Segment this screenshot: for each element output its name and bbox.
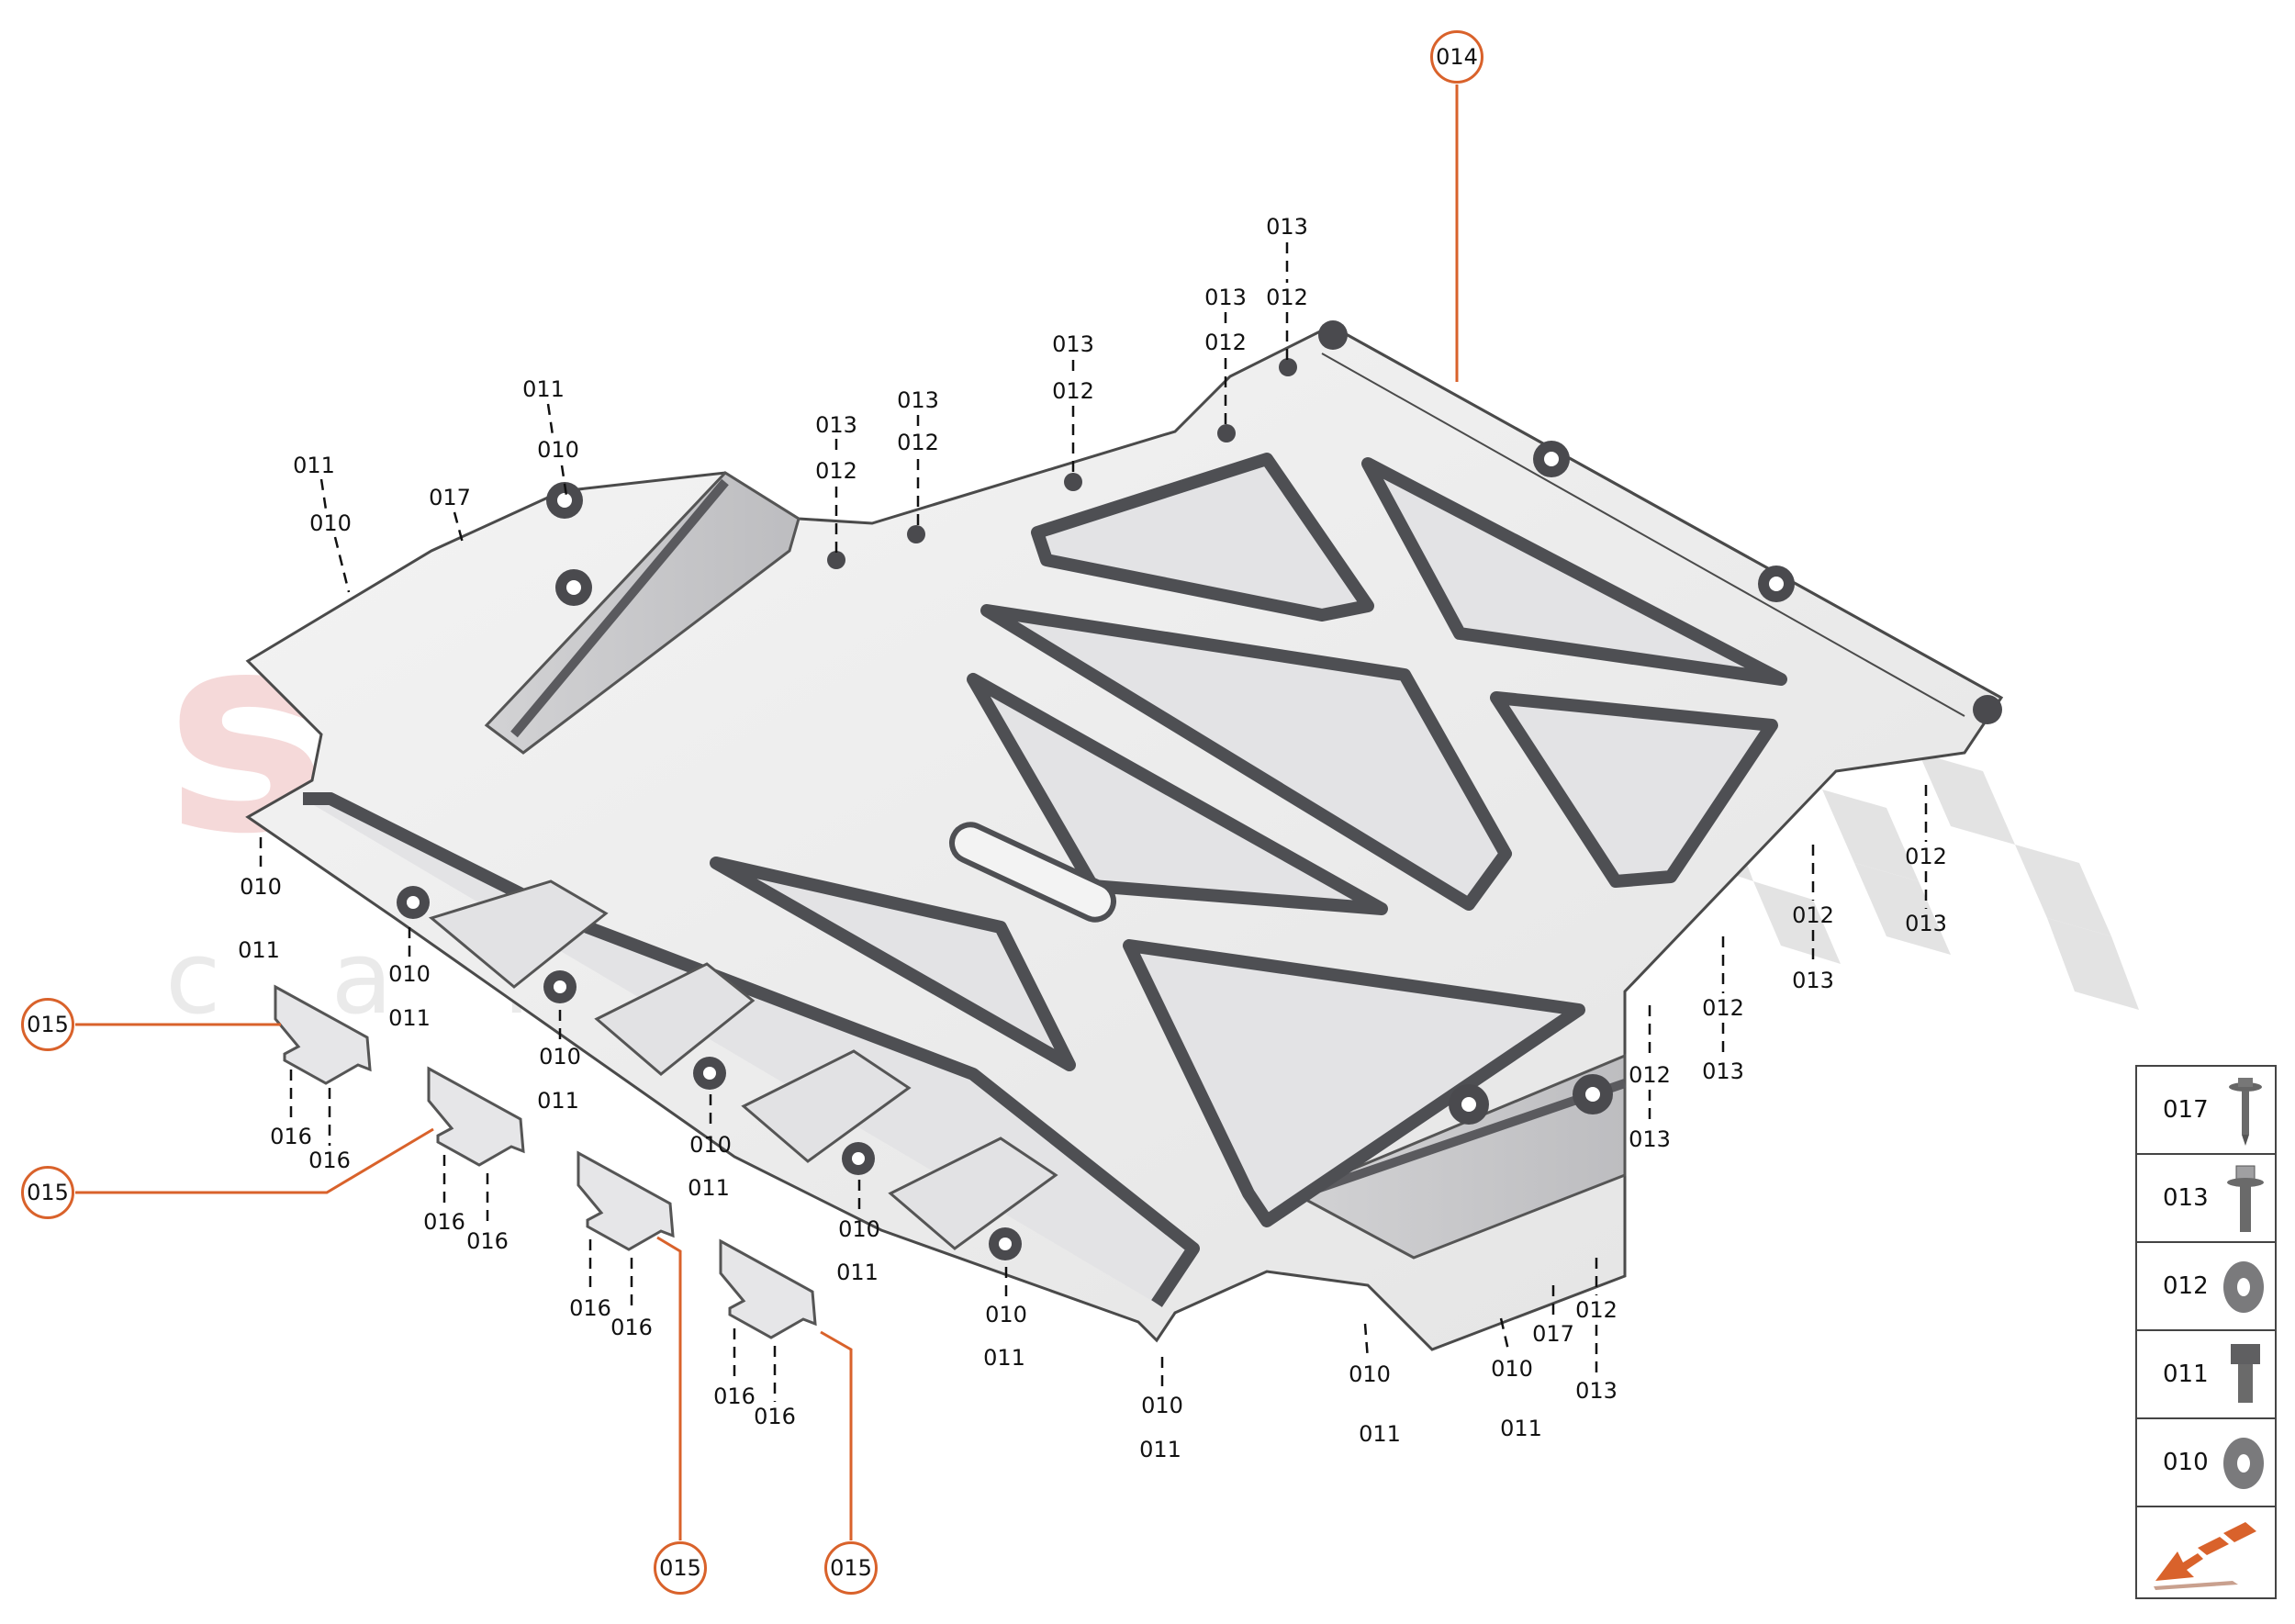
part-label-013: 013 [1575, 1378, 1618, 1404]
part-label-016: 016 [569, 1295, 611, 1321]
part-label-010: 010 [1349, 1361, 1391, 1387]
part-label-016: 016 [423, 1209, 465, 1235]
callout-leaders [75, 84, 1459, 1540]
part-label-011: 011 [688, 1175, 730, 1201]
legend-item-011[interactable]: 011 [2137, 1331, 2275, 1419]
callout-015[interactable]: 015 [21, 1166, 74, 1219]
callout-015[interactable]: 015 [824, 1541, 878, 1595]
rear-ramp [1291, 1053, 1627, 1260]
part-label-012: 012 [897, 430, 939, 455]
legend-item-010[interactable]: 010 [2137, 1419, 2275, 1507]
callout-014[interactable]: 014 [1430, 30, 1483, 84]
part-label-011: 011 [522, 376, 565, 402]
slot-opening [949, 822, 1116, 923]
part-label-012: 012 [1052, 378, 1094, 404]
part-label-013: 013 [1792, 968, 1834, 993]
part-label-012: 012 [1204, 330, 1247, 355]
part-label-010: 010 [537, 437, 579, 463]
part-label-010: 010 [388, 961, 431, 987]
part-label-012: 012 [1575, 1297, 1618, 1323]
callout-015[interactable]: 015 [21, 998, 74, 1051]
part-label-016: 016 [754, 1404, 796, 1429]
washer-icon [2223, 1438, 2264, 1489]
part-label-013: 013 [897, 387, 939, 413]
part-label-011: 011 [238, 937, 280, 963]
part-label-013: 013 [1052, 331, 1094, 357]
part-label-010: 010 [689, 1132, 732, 1158]
part-label-013: 013 [1629, 1126, 1671, 1152]
callout-015[interactable]: 015 [654, 1541, 707, 1595]
part-label-010: 010 [838, 1216, 880, 1242]
part-label-012: 012 [815, 458, 857, 484]
bracket-3 [577, 1150, 675, 1251]
part-label-012: 012 [1702, 995, 1744, 1021]
part-label-010: 010 [1141, 1393, 1183, 1418]
part-label-011: 011 [1500, 1416, 1542, 1441]
self-tapping-screw-icon [2229, 1078, 2262, 1146]
part-label-011: 011 [836, 1260, 879, 1285]
part-label-010: 010 [240, 874, 282, 900]
part-label-016: 016 [466, 1228, 509, 1254]
part-label-010: 010 [1491, 1356, 1533, 1382]
part-label-010: 010 [539, 1044, 581, 1070]
part-label-016: 016 [270, 1124, 312, 1149]
dashed-leaders [259, 242, 1928, 1402]
legend-code: 010 [2163, 1449, 2209, 1476]
legend-code: 017 [2163, 1096, 2209, 1124]
front-ramp [484, 471, 800, 755]
flange-bolt-icon [2227, 1165, 2264, 1232]
legend-item-017[interactable]: 017 [2137, 1067, 2275, 1155]
part-label-011: 011 [1359, 1421, 1401, 1447]
panel-openings [303, 453, 1787, 1307]
bracket-1 [274, 984, 372, 1085]
part-label-011: 011 [983, 1345, 1025, 1371]
legend-item-012[interactable]: 012 [2137, 1243, 2275, 1331]
part-label-012: 012 [1629, 1062, 1671, 1088]
legend-code: 012 [2163, 1272, 2209, 1300]
legend-item-013[interactable]: 013 [2137, 1155, 2275, 1243]
part-label-016: 016 [713, 1383, 756, 1409]
part-label-011: 011 [537, 1088, 579, 1114]
part-label-013: 013 [815, 412, 857, 438]
bracket-2 [427, 1066, 525, 1167]
part-label-012: 012 [1792, 902, 1834, 928]
part-label-013: 013 [1702, 1058, 1744, 1084]
legend-nav-button[interactable] [2137, 1507, 2275, 1597]
part-label-010: 010 [309, 510, 352, 536]
legend-code: 011 [2163, 1361, 2209, 1388]
part-label-013: 013 [1266, 214, 1308, 240]
part-label-011: 011 [293, 453, 335, 478]
part-label-017: 017 [429, 485, 471, 510]
hex-bolt-icon [2231, 1344, 2260, 1403]
part-label-013: 013 [1905, 911, 1947, 936]
side-strakes [428, 879, 1058, 1250]
part-label-016: 016 [308, 1148, 351, 1173]
washer-icon [2223, 1261, 2264, 1313]
orange-arrow-icon [2154, 1522, 2256, 1590]
part-label-016: 016 [610, 1315, 653, 1340]
part-label-011: 011 [388, 1005, 431, 1031]
legend-code: 013 [2163, 1184, 2209, 1212]
fastener-legend: 017 013 012 011 [2135, 1065, 2277, 1599]
part-label-012: 012 [1905, 844, 1947, 869]
part-label-013: 013 [1204, 285, 1247, 310]
part-label-017: 017 [1532, 1321, 1574, 1347]
part-label-011: 011 [1139, 1437, 1181, 1462]
part-label-010: 010 [985, 1302, 1027, 1327]
part-label-012: 012 [1266, 285, 1308, 310]
bracket-4 [719, 1238, 817, 1339]
